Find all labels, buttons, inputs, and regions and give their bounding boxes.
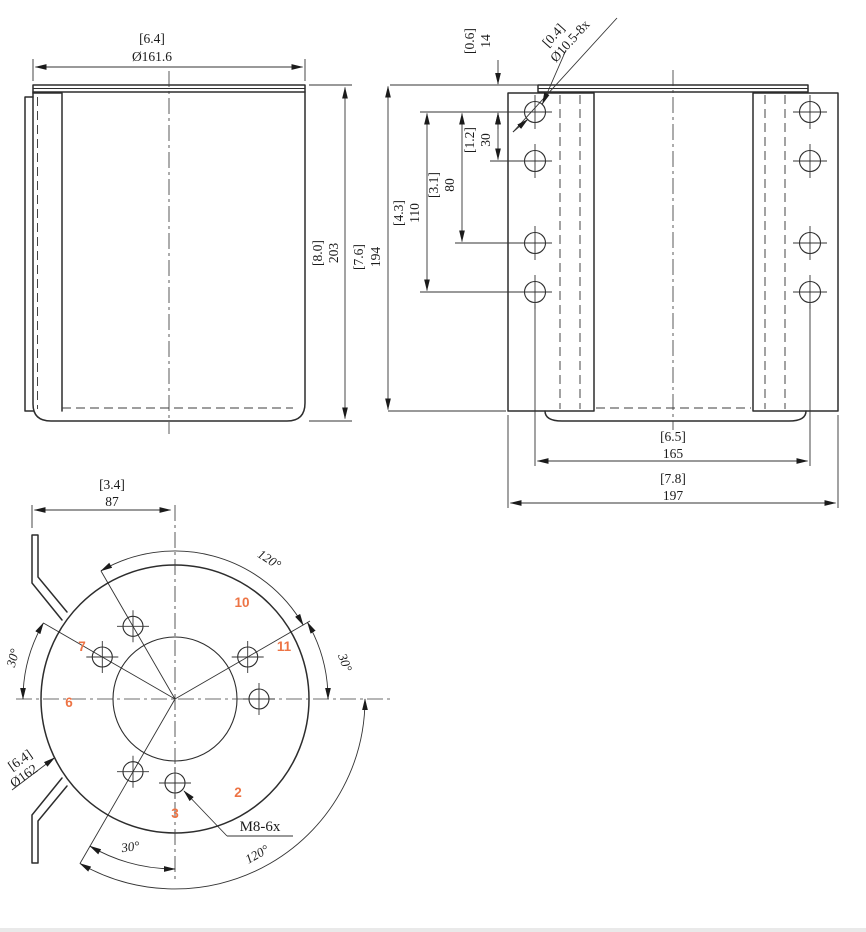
- clock-position-labels: 10 7 11 6 2 3: [65, 595, 291, 821]
- side-width-dimensions: [6.5] 165 [7.8] 197: [507, 304, 839, 508]
- bracket-offset-mm-label: 87: [105, 494, 119, 509]
- position-label-3: 3: [171, 806, 179, 821]
- front-diameter-dimension: [6.4] Ø161.6: [32, 31, 306, 81]
- hole-pitch3-mm-label: 110: [407, 203, 422, 223]
- front-view: [6.4] Ø161.6 [8.0] 203: [24, 31, 352, 434]
- hole-pitch3-inch-label: [4.3]: [391, 200, 406, 226]
- front-height-mm-label: 203: [326, 243, 341, 264]
- outer-span-mm-label: 197: [663, 488, 684, 503]
- side-view-holes: [518, 95, 827, 309]
- front-view-outline: [24, 84, 306, 422]
- side-hole-callout-leader: [0.4] Ø10.5-8x: [512, 17, 618, 133]
- bracket-height-mm-label: 194: [368, 247, 383, 268]
- side-hole-dimensions: [0.6] 14 [1.2] 30 [3.1] 80 [4.3] 110 [7.…: [351, 28, 546, 412]
- angle-120-bottom-label: 120°: [242, 842, 271, 867]
- outer-span-inch-label: [7.8]: [660, 471, 686, 486]
- front-diameter-mm-label: Ø161.6: [132, 49, 172, 64]
- position-label-7: 7: [78, 639, 86, 654]
- hole-pitch2-mm-label: 80: [442, 178, 457, 192]
- angle-120-top-label: 120°: [255, 546, 284, 572]
- inner-span-mm-label: 165: [663, 446, 684, 461]
- front-height-dimension: [8.0] 203: [309, 84, 352, 422]
- front-height-inch-label: [8.0]: [310, 240, 325, 266]
- hole-pitch2-inch-label: [3.1]: [426, 172, 441, 198]
- hole-pitch1-inch-label: [1.2]: [462, 127, 477, 153]
- bottom-radial-lines: [43, 570, 311, 864]
- bracket-offset-inch-label: [3.4]: [99, 477, 125, 492]
- side-view-outline: [507, 84, 839, 422]
- position-label-2: 2: [234, 785, 242, 800]
- position-label-6: 6: [65, 695, 73, 710]
- bottom-view: 120° 120° 30° 30° 30° [3.4] 87 [6.4] Ø16…: [3, 477, 390, 890]
- bottom-view-holes: [86, 610, 275, 799]
- window-bottom-edge: [0, 928, 866, 932]
- front-diameter-inch-label: [6.4]: [139, 31, 165, 46]
- thread-callout-label: M8-6x: [240, 819, 281, 835]
- position-label-10: 10: [234, 595, 249, 610]
- angle-30-right-label: 30°: [335, 650, 356, 673]
- thread-callout-leader: M8-6x: [183, 790, 293, 837]
- bottom-offset-dimension: [3.4] 87: [31, 477, 172, 528]
- bracket-height-inch-label: [7.6]: [351, 244, 366, 270]
- hole-offset-inch-label: [0.6]: [462, 28, 477, 54]
- hole-pitch1-mm-label: 30: [478, 133, 493, 147]
- hole-offset-mm-label: 14: [478, 34, 493, 48]
- position-label-11: 11: [277, 639, 292, 654]
- angle-30-bottom-label: 30°: [119, 838, 140, 856]
- side-view: [0.6] 14 [1.2] 30 [3.1] 80 [4.3] 110 [7.…: [351, 17, 839, 508]
- inner-span-inch-label: [6.5]: [660, 429, 686, 444]
- angle-30-left-label: 30°: [3, 647, 22, 669]
- bottom-diameter-leader: [6.4] Ø162: [5, 746, 56, 790]
- bottom-angle-dimensions: 120° 120° 30° 30° 30°: [3, 546, 368, 890]
